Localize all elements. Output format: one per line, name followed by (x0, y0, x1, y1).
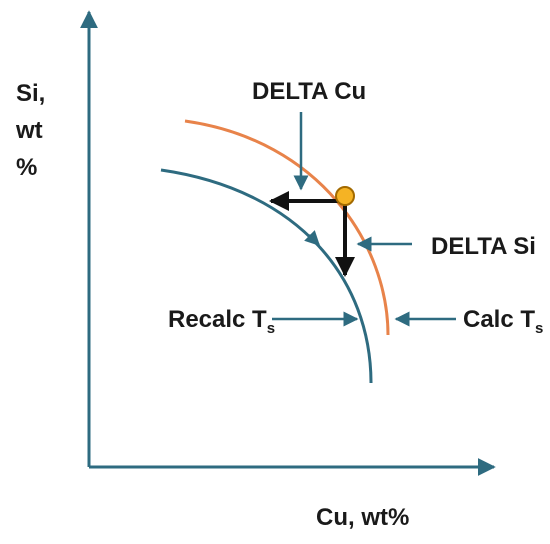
x-axis-label: Cu, wt% (316, 504, 409, 531)
calc-point (335, 186, 355, 206)
calc-ts-label-sub: s (535, 320, 543, 337)
y-axis-label-line-1: Si, (16, 80, 45, 107)
curve-tick-arrow (304, 230, 321, 247)
recalc-ts-label-main: Recalc T (168, 306, 267, 333)
calc-ts-label-main: Calc T (463, 306, 535, 333)
recalc-ts-label: Recalc Ts (168, 306, 275, 337)
recalc-ts-label-sub: s (267, 320, 275, 337)
y-axis-label-line-3: % (16, 154, 37, 181)
calc-ts-label: Calc Ts (463, 306, 543, 337)
delta-cu-label: DELTA Cu (252, 78, 366, 105)
calc-ts-curve (184, 119, 390, 336)
delta-si-label: DELTA Si (431, 233, 536, 260)
y-axis-label-line-2: wt (15, 117, 43, 144)
